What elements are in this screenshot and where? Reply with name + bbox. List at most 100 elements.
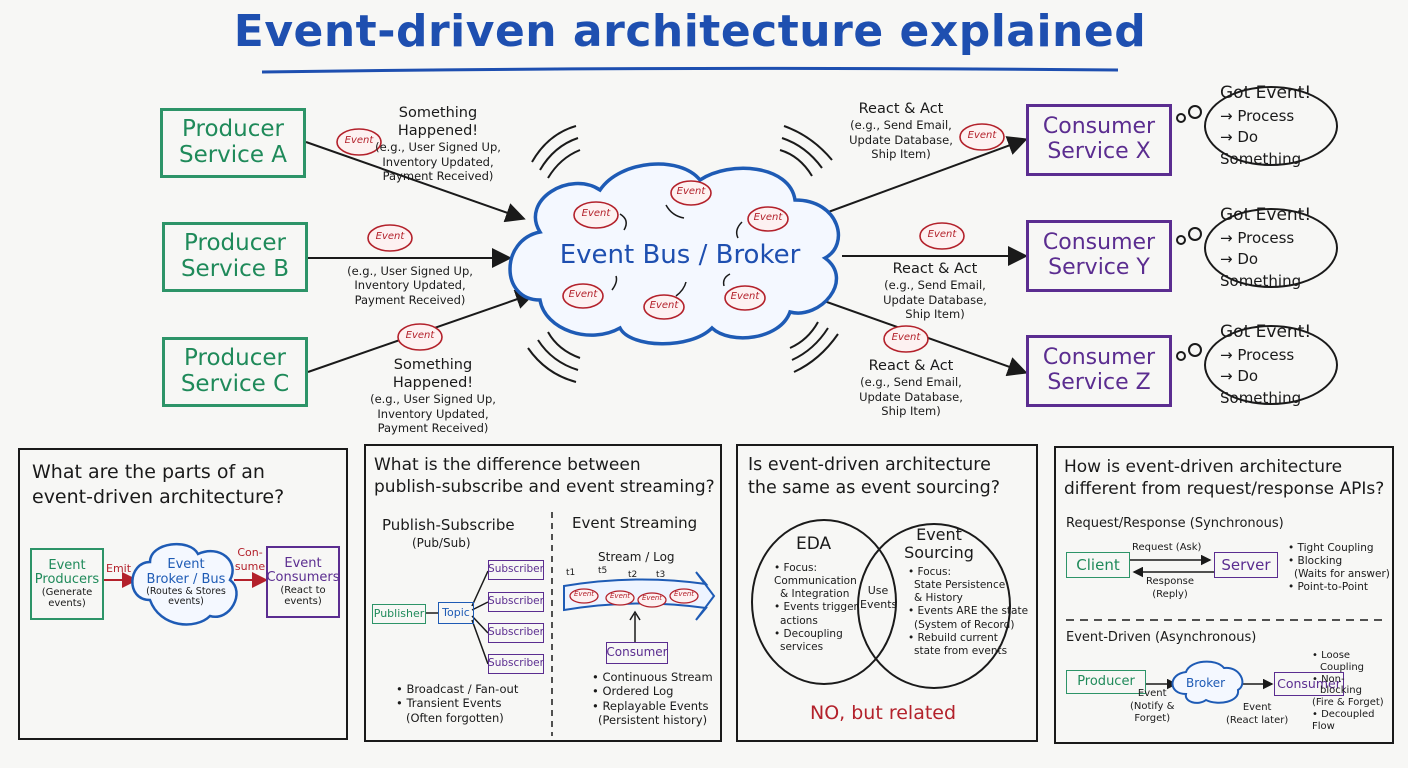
label: Event bbox=[48, 557, 86, 573]
consumer-x-line1: Consumer bbox=[1042, 114, 1156, 140]
note-line: Payment Received) bbox=[377, 421, 489, 435]
panel1-q-line2: event-driven architecture? bbox=[32, 485, 285, 508]
panel4-q-line1: How is event-driven architecture bbox=[1064, 457, 1343, 477]
event-badge: Event bbox=[753, 212, 783, 223]
event-badge: Event bbox=[568, 289, 598, 300]
panel-pubsub-vs-streaming: What is the difference between publish-s… bbox=[364, 444, 722, 742]
response-label: Response (Reply) bbox=[1146, 576, 1194, 601]
point: • Tight Coupling bbox=[1288, 542, 1374, 554]
event-badge: Event bbox=[581, 208, 611, 219]
label: (Notify & bbox=[1130, 700, 1175, 712]
venn-diagram bbox=[751, 519, 1011, 689]
event-badge: Event bbox=[375, 231, 405, 242]
label: Con- bbox=[237, 546, 263, 559]
venn-answer: NO, but related bbox=[810, 702, 957, 724]
producer-service-c: Producer Service C bbox=[162, 337, 308, 407]
arrow-broker-to-consumer-x bbox=[811, 136, 1028, 219]
point: Communication bbox=[774, 575, 857, 588]
note-line: Payment Received) bbox=[354, 292, 466, 307]
producer-a-note-heading: Something Happened! bbox=[397, 105, 479, 140]
point: (Fire & Forget) bbox=[1312, 697, 1384, 709]
panel1-q-line1: What are the parts of an bbox=[32, 461, 265, 483]
event-badge: Event bbox=[967, 130, 997, 141]
arrow-producer-a-to-broker bbox=[305, 141, 526, 223]
point: • Non- bbox=[1312, 673, 1345, 685]
thought-bubble-x: Got Event! → Process → Do Something bbox=[1204, 83, 1338, 168]
venn-es-title: Event Sourcing bbox=[904, 525, 974, 563]
title-underline bbox=[261, 66, 1119, 74]
point: (Waits for answer) bbox=[1294, 568, 1390, 581]
event-badge: Event bbox=[574, 590, 595, 598]
venn-overlap: Use Events bbox=[860, 584, 897, 612]
thought-line2: → Process bbox=[1220, 345, 1295, 364]
consumer-x-line2: Service X bbox=[1047, 139, 1151, 164]
note-line: (e.g., User Signed Up, bbox=[375, 140, 501, 155]
thought-bubble-z: Got Event! → Process → Do Something bbox=[1204, 322, 1338, 407]
point: • Rebuild current bbox=[908, 631, 998, 644]
bullet: (Often forgotten) bbox=[406, 710, 504, 725]
note-line: Payment Received) bbox=[382, 169, 494, 183]
producer-c-note-heading: Something Happened! bbox=[392, 357, 474, 392]
label: events) bbox=[168, 596, 204, 608]
label: (Generate bbox=[41, 587, 93, 599]
point: (System of Record) bbox=[914, 618, 1015, 631]
subscriber-box: Subscriber bbox=[488, 592, 544, 612]
publisher-box: Publisher bbox=[372, 604, 426, 624]
label: Event bbox=[284, 555, 322, 571]
bullet: • Transient Events bbox=[396, 696, 502, 711]
topic-box: Topic bbox=[438, 602, 474, 624]
panel2-question: What is the difference between publish-s… bbox=[374, 454, 715, 498]
panel2-diagram bbox=[426, 512, 716, 736]
label: (Routes & Stores bbox=[146, 585, 226, 597]
label: sume bbox=[234, 559, 266, 573]
bullet: • Replayable Events bbox=[592, 698, 709, 713]
note-line: Ship Item) bbox=[871, 146, 931, 161]
consumer-y-line1: Consumer bbox=[1042, 230, 1156, 256]
point: • Focus: bbox=[908, 566, 952, 578]
tick-label: t5 bbox=[598, 566, 608, 576]
event-badge: Event bbox=[344, 135, 374, 146]
consumer-z-note: React & Act (e.g., Send Email, Update Da… bbox=[856, 357, 966, 418]
main-diagram-lines bbox=[305, 105, 1202, 383]
consumer-note-heading: React & Act bbox=[892, 261, 978, 277]
event-badge: Event bbox=[610, 592, 631, 600]
bullet: (Persistent history) bbox=[598, 713, 708, 728]
consumer-x-note: React & Act (e.g., Send Email, Update Da… bbox=[846, 100, 956, 161]
subscriber-box: Subscriber bbox=[488, 560, 544, 580]
stream-consumer-box: Consumer bbox=[606, 642, 668, 664]
panel4-q-line2: different from request/response APIs? bbox=[1064, 479, 1385, 500]
panel-eda-vs-event-sourcing: Is event-driven architecture the same as… bbox=[736, 444, 1038, 742]
panel1-diagram bbox=[104, 542, 268, 626]
consumer-box: Consumer bbox=[1274, 672, 1344, 696]
bullet: • Broadcast / Fan-out bbox=[396, 682, 519, 696]
event-badge: Event bbox=[891, 332, 921, 343]
panel3-q-line1: Is event-driven architecture bbox=[748, 455, 991, 475]
ps-bullets: • Broadcast / Fan-out • Transient Events… bbox=[396, 682, 518, 725]
consumer-service-y: Consumer Service Y bbox=[1026, 220, 1172, 292]
note-line: (e.g., User Signed Up, bbox=[370, 392, 496, 407]
note-line: Ship Item) bbox=[881, 403, 941, 418]
request-label: Request (Ask) bbox=[1132, 542, 1202, 553]
label: (React to bbox=[280, 585, 326, 597]
consumer-z-line2: Service Z bbox=[1047, 370, 1151, 395]
note-line: Update Database, bbox=[849, 132, 953, 147]
thought-line2: → Process bbox=[1220, 228, 1295, 247]
panel1-event-broker: Event Broker / Bus (Routes & Stores even… bbox=[132, 550, 240, 616]
event-badge: Event bbox=[405, 330, 435, 341]
producer-c-note: Something Happened! (e.g., User Signed U… bbox=[358, 356, 508, 435]
label: Consumers bbox=[266, 570, 340, 585]
note-line: (e.g., User Signed Up, bbox=[347, 264, 473, 278]
thought-line3: → Do Something bbox=[1220, 250, 1302, 291]
panel4-question: How is event-driven architecture differe… bbox=[1064, 456, 1384, 500]
bullet: • Ordered Log bbox=[592, 684, 674, 699]
producer-b-line2: Service B bbox=[180, 256, 290, 282]
label: events) bbox=[48, 598, 86, 610]
producer-c-line1: Producer bbox=[184, 345, 286, 372]
point: Coupling bbox=[1320, 661, 1365, 673]
thought-line1: Got Event! bbox=[1220, 83, 1312, 104]
event-badge: Event bbox=[642, 594, 663, 602]
point: & History bbox=[914, 592, 963, 605]
label: Use bbox=[867, 584, 889, 597]
note-line: Ship Item) bbox=[905, 306, 965, 321]
